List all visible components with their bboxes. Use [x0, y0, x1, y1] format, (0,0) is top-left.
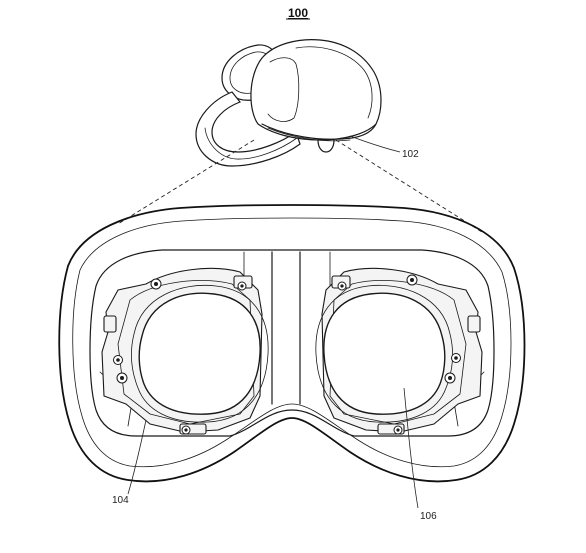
headset-perspective-view — [195, 39, 382, 167]
left-screw-low — [116, 372, 128, 384]
visor-bottom-lip-inner — [267, 127, 351, 142]
right-screw-bottom — [393, 425, 403, 435]
projection-line-right — [335, 139, 483, 233]
left-bracket-inner — [117, 280, 255, 425]
leader-106 — [403, 387, 419, 509]
left-screw-top — [150, 278, 162, 290]
leader-104 — [127, 419, 147, 495]
projection-line-left — [117, 139, 255, 225]
outer-shell — [58, 204, 526, 483]
outer-shell-inner-edge — [72, 217, 512, 468]
left-screw-right — [237, 281, 247, 291]
label-106: 106 — [420, 511, 437, 522]
nose-notch — [317, 139, 335, 153]
side-strap-edge — [204, 127, 298, 160]
right-bracket-inner — [329, 280, 467, 425]
label-104: 104 — [112, 495, 129, 506]
right-lens — [323, 292, 446, 415]
left-screw-bottom — [181, 425, 191, 435]
right-screw-low — [444, 372, 456, 384]
left-tab-side — [103, 315, 117, 333]
visor-bottom-lip — [261, 123, 377, 140]
visor-side-panel — [267, 57, 300, 122]
headset-interior-view — [58, 204, 526, 483]
inner-cavity — [89, 249, 495, 437]
left-lens-assembly — [101, 267, 269, 435]
right-screw-left — [337, 281, 347, 291]
visor-front-contour — [295, 46, 373, 119]
visor-body — [250, 39, 382, 141]
leader-102 — [349, 135, 401, 153]
label-102: 102 — [402, 149, 419, 160]
figure-number: 100 — [288, 6, 308, 20]
right-lens-assembly — [315, 267, 483, 435]
right-screw-mid — [451, 353, 461, 363]
right-lens-rim — [315, 284, 454, 423]
left-screw-mid — [113, 355, 123, 365]
left-lens — [138, 292, 261, 415]
right-screw-top — [406, 274, 418, 286]
left-lens-rim — [130, 284, 269, 423]
right-tab-side — [467, 315, 481, 333]
